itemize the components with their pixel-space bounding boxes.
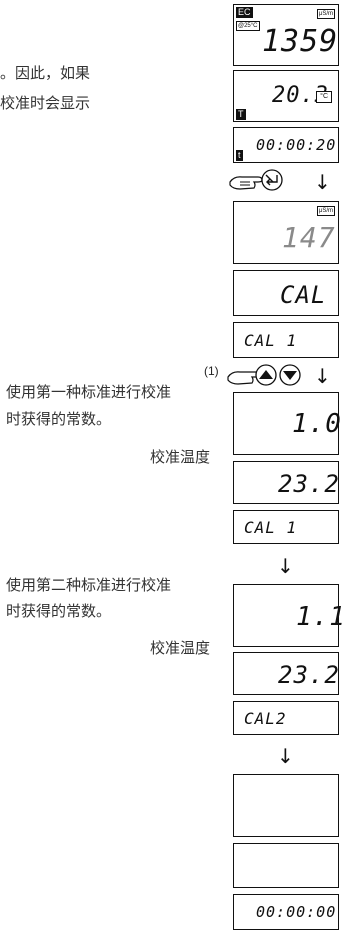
calibration-temp-value: 23.2	[278, 470, 340, 498]
display1-time-panel: t 00:00:20	[233, 127, 339, 163]
step-marker: (1)	[204, 364, 219, 378]
temp-badge: T	[236, 109, 246, 120]
intro-text-line-2: 校准时会显示	[0, 94, 91, 112]
hand-press-updown-group	[227, 364, 301, 386]
cal1-caption-line-2: 时获得的常数。	[6, 410, 112, 428]
cal2-temp-caption: 校准温度	[150, 639, 211, 657]
hand-press-enter-group	[229, 169, 283, 191]
display4-temp-panel: 23.2	[233, 652, 339, 695]
calibration-temp-value: 23.2	[278, 661, 340, 689]
down-arrow-icon: ↓	[314, 364, 331, 388]
display3-temp-panel: 23.2	[233, 461, 339, 504]
display2-value-panel: μS/m 147	[233, 201, 339, 264]
down-key-icon	[279, 364, 301, 386]
display4-value-panel: 1.1	[233, 584, 345, 647]
down-arrow-icon: ↓	[277, 554, 294, 578]
display2-sub-panel: CAL 1	[233, 322, 339, 358]
elapsed-time-value: 00:00:00	[256, 903, 337, 921]
pointing-hand-icon	[229, 176, 263, 190]
down-arrow-icon: ↓	[277, 744, 294, 768]
enter-key-icon	[261, 169, 283, 191]
display5-value-panel	[233, 774, 339, 837]
ec-mode-badge: EC	[236, 7, 253, 18]
display4-sub-panel: CAL2	[233, 701, 339, 735]
display1-temp-panel: T 20.3 °C	[233, 70, 339, 122]
time-badge: t	[236, 150, 243, 161]
display3-value-panel: 1.0	[233, 392, 342, 455]
standard-value: 147	[282, 221, 336, 254]
elapsed-time-value: 00:00:20	[256, 136, 337, 154]
display1-value-panel: EC @25°C μS/m 1359	[233, 4, 339, 66]
cal-mode-text: CAL	[280, 281, 327, 309]
unit-badge: μS/m	[316, 206, 335, 216]
unit-badge: μS/m	[316, 9, 335, 19]
cal1-caption-line-1: 使用第一种标准进行校准	[6, 383, 172, 401]
up-key-icon	[255, 364, 277, 386]
reference-temp-badge: @25°C	[236, 21, 260, 31]
display5-temp-panel	[233, 843, 339, 888]
celsius-badge: °C	[316, 91, 332, 103]
conductivity-value: 1359	[262, 24, 339, 59]
cal2-caption-line-1: 使用第二种标准进行校准	[6, 576, 172, 594]
display5-time-panel: 00:00:00	[233, 894, 339, 930]
display2-mode-panel: CAL	[233, 270, 339, 316]
cal-step-text: CAL 1	[244, 518, 298, 537]
cal-step-text: CAL2	[244, 709, 287, 728]
cal1-temp-caption: 校准温度	[150, 448, 211, 466]
cell-constant-value: 1.0	[292, 409, 342, 439]
cell-constant-value: 1.1	[296, 602, 346, 632]
pointing-hand-icon	[227, 371, 261, 385]
cal2-caption-line-2: 时获得的常数。	[6, 602, 112, 620]
intro-text-line-1: 。因此，如果	[0, 64, 91, 82]
display3-sub-panel: CAL 1	[233, 510, 339, 544]
down-arrow-icon: ↓	[314, 170, 331, 194]
cal-step-text: CAL 1	[244, 331, 298, 350]
